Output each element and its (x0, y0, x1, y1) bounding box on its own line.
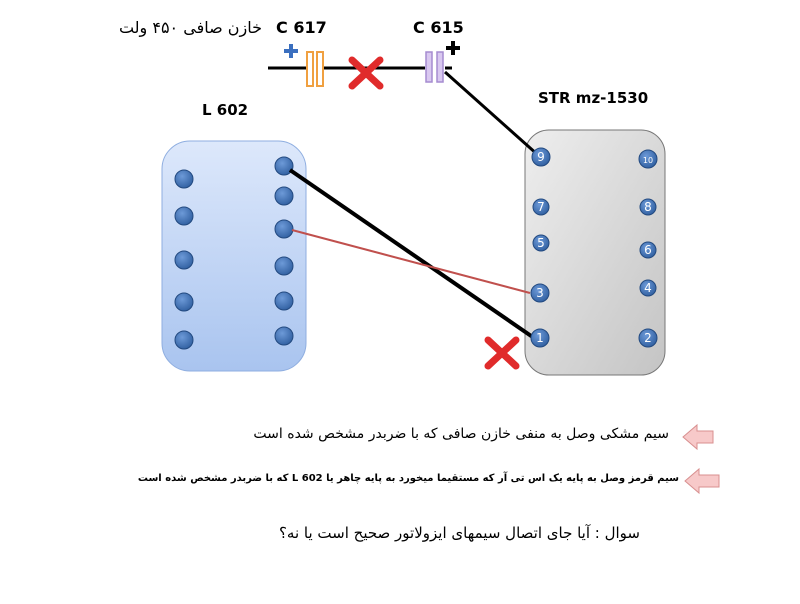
str-pin-label-3: 3 (536, 286, 544, 300)
capacitor-caption: خازن صافی ۴۵۰ ولت (118, 18, 262, 37)
str-pin-6[interactable] (639, 241, 657, 259)
str-pin-label-4: 4 (644, 281, 652, 295)
l602-block[interactable] (161, 140, 307, 372)
str-pin-label-6: 6 (644, 243, 652, 257)
str-pin1-cross-icon (484, 336, 520, 370)
str-pin-10[interactable] (638, 149, 658, 169)
l602-label: L 602 (202, 101, 249, 119)
str-pins (530, 147, 658, 348)
question-text: سوال : آیا جای اتصال سیمهای ایزولاتور صح… (278, 524, 640, 542)
red-wire-note: سیم قرمز وصل به پایه یک اس تی آر که مستق… (137, 473, 679, 484)
str-pin-1[interactable] (530, 328, 550, 348)
black-wire-c615-to-str-9[interactable] (444, 70, 539, 157)
str-label: STR mz-1530 (538, 89, 649, 107)
l602-pins (174, 156, 294, 350)
l602-pin[interactable] (174, 206, 194, 226)
str-pin-label-1: 1 (536, 331, 544, 345)
black-wire-note-arrow-icon (682, 423, 714, 451)
str-pin-label-7: 7 (537, 200, 545, 214)
l602-pin[interactable] (274, 156, 294, 176)
str-pin-3[interactable] (530, 283, 550, 303)
c615-label: C 615 (413, 18, 464, 37)
l602-pin[interactable] (274, 326, 294, 346)
l602-pin[interactable] (174, 250, 194, 270)
c615-capacitor[interactable] (425, 51, 444, 83)
str-pin-label-5: 5 (537, 236, 545, 250)
str-pin-label-8: 8 (644, 200, 652, 214)
c617-plus-icon (284, 44, 298, 58)
str-pin-label-10: 10 (643, 156, 653, 165)
str-pin-label-9: 9 (537, 150, 545, 164)
str-pin-label-2: 2 (644, 331, 652, 345)
black-wire-l602-to-str-1[interactable] (288, 168, 539, 342)
l602-pin[interactable] (174, 330, 194, 350)
l602-pin[interactable] (274, 186, 294, 206)
l602-pin[interactable] (174, 292, 194, 312)
str-pin-2[interactable] (638, 328, 658, 348)
str-block[interactable] (524, 129, 666, 376)
l602-pin[interactable] (274, 256, 294, 276)
c617-capacitor[interactable] (306, 51, 324, 87)
black-wire-note: سیم مشکی وصل به منفی خازن صافی که با ضرب… (253, 426, 669, 442)
str-pin-7[interactable] (532, 198, 550, 216)
str-pin-5[interactable] (532, 234, 550, 252)
red-wire-note-arrow-icon (684, 467, 720, 495)
c617-label: C 617 (276, 18, 327, 37)
c615-plus-icon (446, 41, 460, 55)
top-wire-cross-icon (348, 56, 384, 90)
l602-pin[interactable] (274, 219, 294, 239)
l602-pin[interactable] (274, 291, 294, 311)
red-wire-l602-to-str-3[interactable] (291, 229, 531, 294)
str-pin-4[interactable] (639, 279, 657, 297)
l602-pin[interactable] (174, 169, 194, 189)
str-pin-8[interactable] (639, 198, 657, 216)
str-pin-9[interactable] (531, 147, 551, 167)
